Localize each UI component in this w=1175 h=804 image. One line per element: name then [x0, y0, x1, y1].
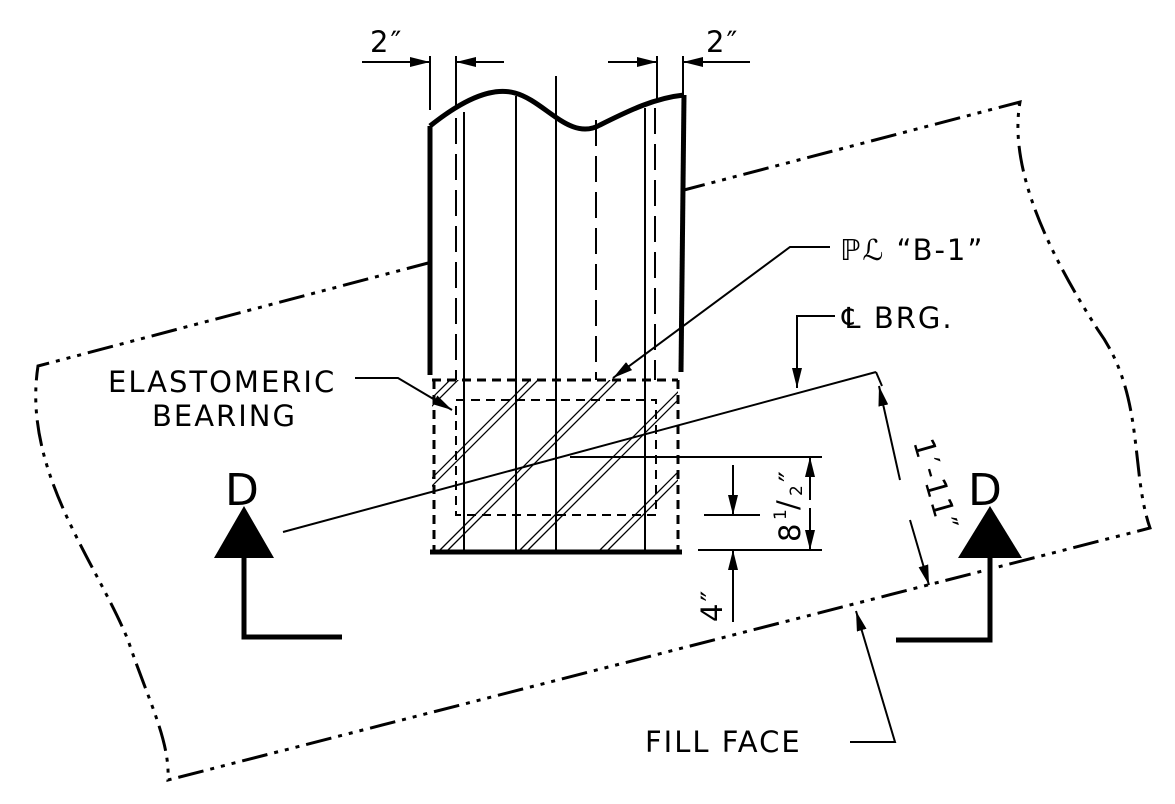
- svg-text:/: /: [771, 498, 805, 510]
- svg-text:D: D: [225, 465, 259, 516]
- top-dimensions: 2″ 2″: [362, 25, 750, 110]
- svg-text:1: 1: [771, 507, 791, 520]
- elastomeric-label-line2: BEARING: [152, 399, 297, 433]
- svg-text:1′-11″: 1′-11″: [906, 435, 965, 536]
- plate-leader: ℙℒ “B-1”: [612, 233, 984, 379]
- cl-bearing: ℄ BRG.: [282, 301, 954, 533]
- pad-hatching: [432, 380, 678, 551]
- section-marker-right: D: [896, 465, 1022, 643]
- svg-text:D: D: [968, 465, 1002, 516]
- svg-text:″: ″: [773, 469, 807, 482]
- girder-right-edge: [678, 94, 687, 373]
- dim-right-gap-label: 2″: [706, 25, 739, 59]
- dim-8-half-label: 8 1 / 2 ″: [771, 469, 807, 542]
- fill-face-outline: [34, 99, 1152, 782]
- elastomeric-leader: ELASTOMERIC BEARING: [108, 365, 453, 433]
- vertical-dimensions: 8 1 / 2 ″ 4″: [570, 456, 822, 622]
- cl-bearing-line: [282, 371, 877, 533]
- girder-break-line: [428, 88, 685, 132]
- svg-text:4″: 4″: [695, 589, 729, 622]
- section-marker-left: D: [214, 465, 342, 640]
- cl-bearing-label: ℄ BRG.: [841, 301, 954, 335]
- plate-label: ℙℒ “B-1”: [840, 233, 984, 267]
- dim-1-11-label: 1′-11″: [906, 435, 965, 536]
- svg-text:8: 8: [773, 522, 807, 542]
- svg-text:2: 2: [787, 483, 807, 496]
- bearing-assembly: [430, 378, 682, 555]
- dim-1-11: 1′-11″: [875, 371, 965, 586]
- fill-face-leader: FILL FACE: [645, 610, 897, 759]
- elastomeric-label-line1: ELASTOMERIC: [108, 365, 336, 399]
- fill-face-label: FILL FACE: [645, 725, 802, 759]
- dim-left-gap-label: 2″: [370, 25, 403, 59]
- girder: [427, 76, 687, 552]
- dim-4-label: 4″: [695, 589, 729, 622]
